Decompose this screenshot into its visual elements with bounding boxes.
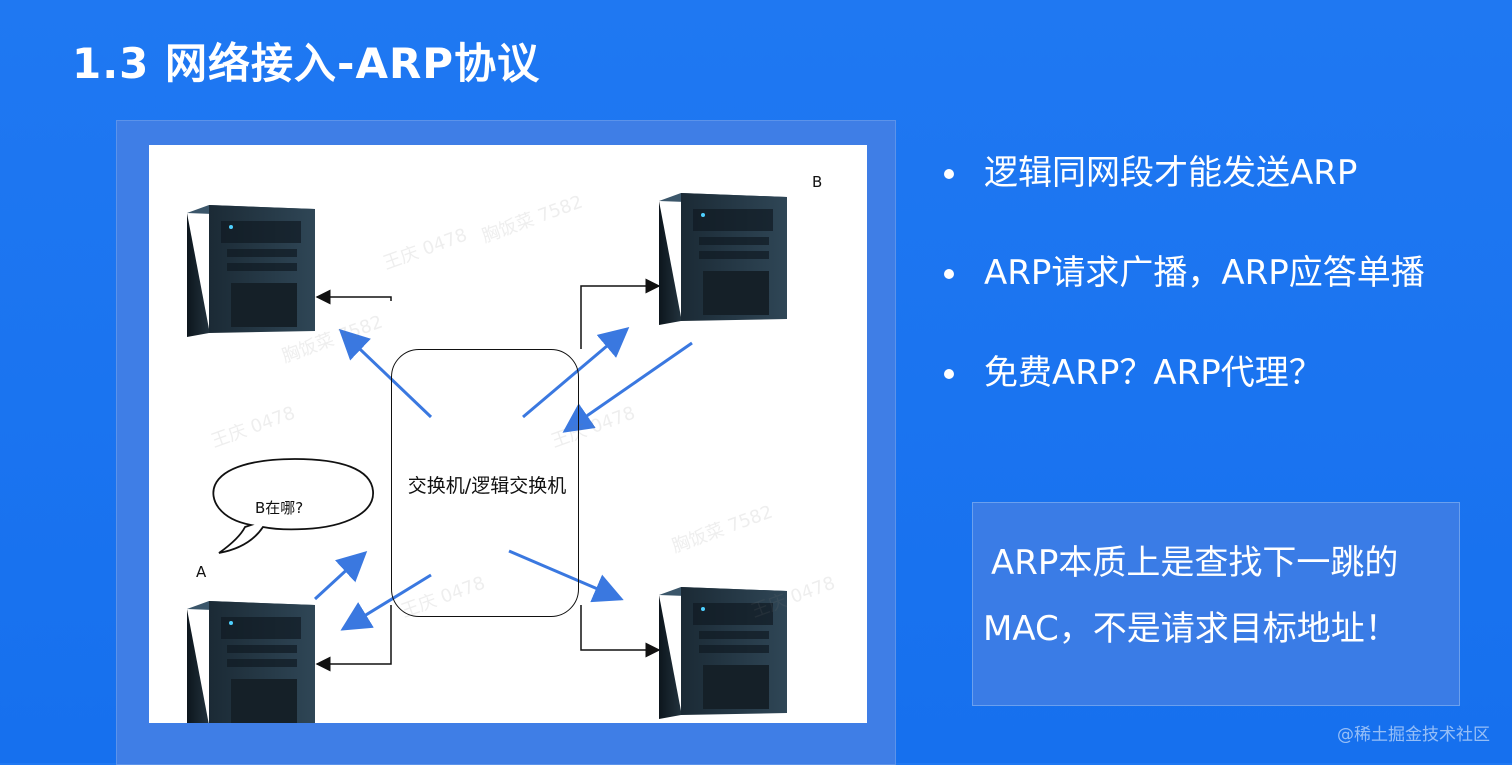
server-icon — [659, 193, 787, 325]
server-icon — [659, 587, 787, 719]
bullet-dot-icon — [944, 169, 954, 179]
footer-credit: @稀土掘金技术社区 — [1337, 725, 1490, 745]
speech-bubble-text: B在哪? — [255, 499, 304, 517]
note-box: ARP本质上是查找下一跳的 MAC，不是请求目标地址！ — [972, 502, 1460, 706]
arp-flow-arrow — [508, 549, 624, 603]
link-bottom-left — [315, 605, 392, 672]
link-bottom-right — [580, 605, 661, 658]
switch-node — [391, 349, 579, 617]
arp-flow-arrow — [313, 550, 368, 601]
host-a-label: A — [196, 563, 207, 581]
switch-label: 交换机/逻辑交换机 — [407, 475, 567, 497]
bullet-text: 免费ARP？ARP代理？ — [984, 353, 1323, 393]
note-line: ARP本质上是查找下一跳的 — [991, 543, 1399, 583]
server-icon — [187, 601, 315, 723]
bullet-dot-icon — [944, 269, 954, 279]
link-top-right — [580, 278, 661, 349]
arp-flow-arrow — [338, 328, 433, 419]
network-diagram: 王庆 0478 胸饭菜 7582 王庆 0478 王庆 0478 胸饭菜 758… — [149, 145, 867, 723]
slide-title: 1.3 网络接入-ARP协议 — [72, 39, 541, 88]
bullet-item: ARP请求广播，ARP应答单播 — [940, 248, 1425, 348]
bullet-text: ARP请求广播，ARP应答单播 — [984, 253, 1425, 293]
bullet-text: 逻辑同网段才能发送ARP — [984, 153, 1358, 193]
bullet-item: 免费ARP？ARP代理？ — [940, 348, 1425, 448]
speech-bubble — [212, 458, 374, 554]
bullet-item: 逻辑同网段才能发送ARP — [940, 148, 1425, 248]
arp-flow-arrow — [562, 341, 693, 433]
bullet-list: 逻辑同网段才能发送ARP ARP请求广播，ARP应答单播 免费ARP？ARP代理… — [940, 148, 1425, 448]
host-b-label: B — [812, 173, 823, 191]
arp-flow-arrow — [340, 573, 432, 631]
note-line: MAC，不是请求目标地址！ — [983, 609, 1399, 649]
link-top-left — [315, 289, 392, 305]
diagram-connectors — [187, 193, 787, 723]
server-icon — [187, 205, 315, 337]
bullet-dot-icon — [944, 369, 954, 379]
